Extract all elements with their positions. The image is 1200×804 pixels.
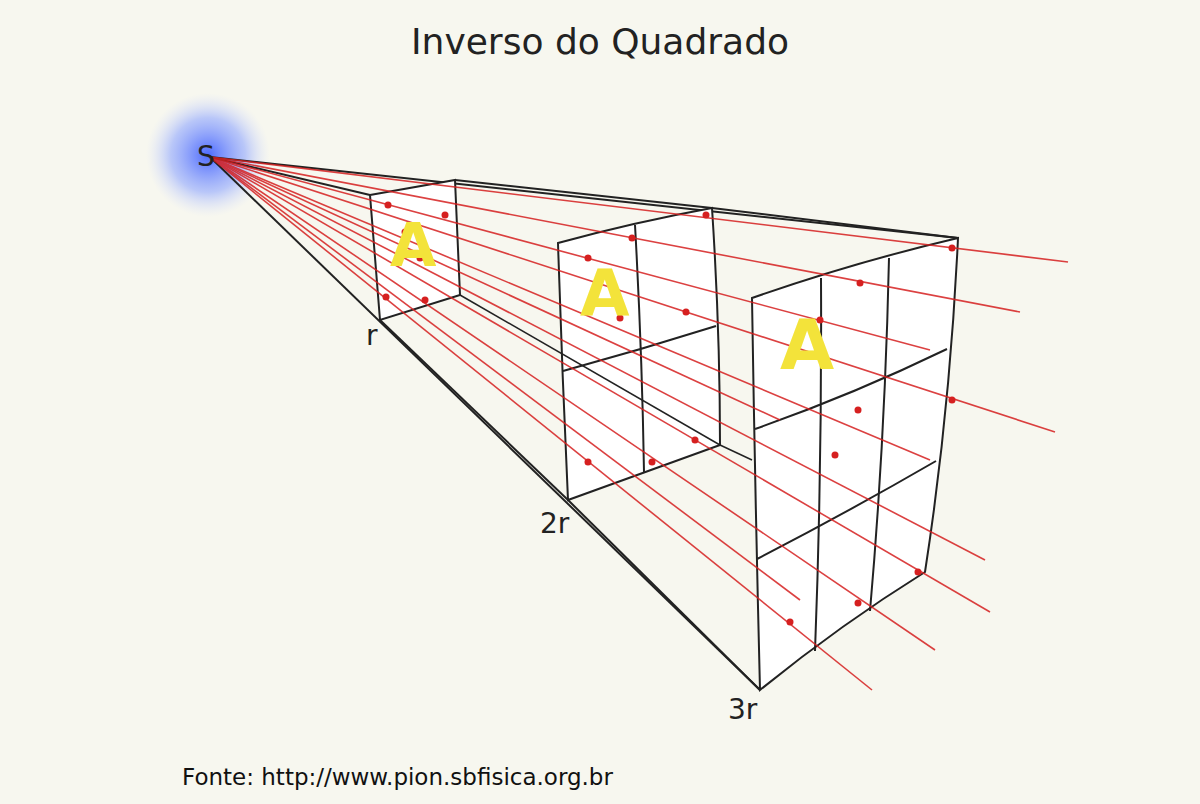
distance-label: 3r	[728, 696, 757, 724]
distance-label: r	[366, 322, 378, 350]
ray-dots	[383, 202, 956, 626]
source-label: S	[197, 143, 215, 171]
source-caption: Fonte: http://www.pion.sbfisica.org.br	[182, 766, 613, 789]
rays	[210, 157, 1068, 690]
diagram-title: Inverso do Quadrado	[411, 24, 789, 60]
distance-label: 2r	[540, 510, 569, 538]
face-3r	[752, 238, 958, 690]
frustum-edges	[210, 157, 958, 690]
area-letter: A	[390, 215, 436, 275]
area-letter: A	[580, 262, 630, 326]
area-letter: A	[780, 310, 834, 380]
face-r	[370, 180, 460, 320]
